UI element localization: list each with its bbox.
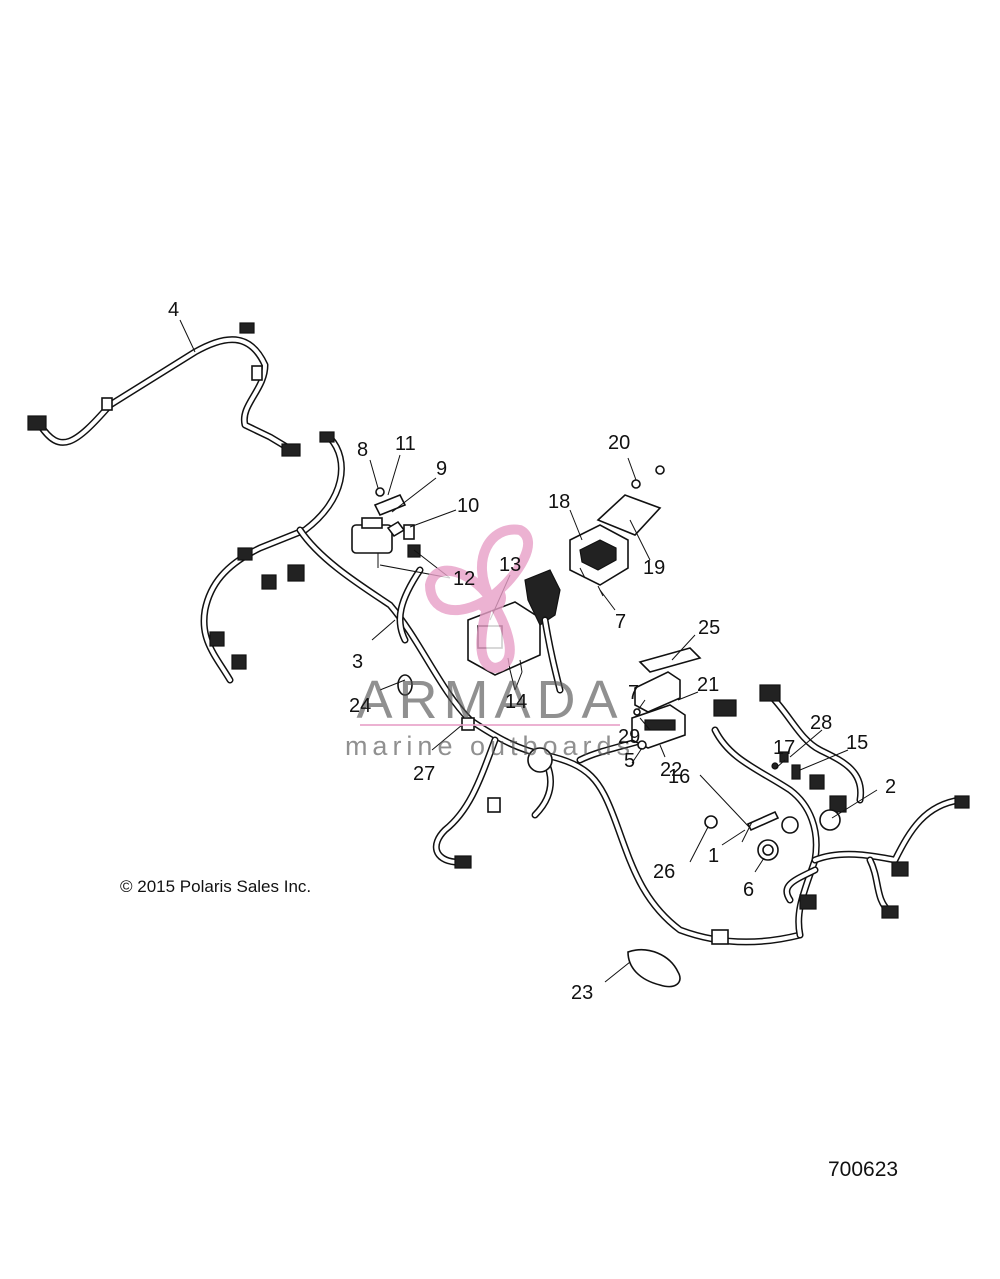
connector-icon — [759, 684, 781, 702]
pin-icon — [741, 821, 753, 843]
harness-2 — [711, 684, 970, 939]
callout-26: 26 — [653, 861, 675, 883]
fuse-row-icon — [644, 719, 676, 731]
nut-icon — [631, 479, 641, 489]
callout-14: 14 — [505, 691, 527, 713]
cover-plate-icon — [596, 494, 662, 536]
connector-icon — [713, 699, 737, 717]
callout-5: 5 — [624, 750, 635, 772]
callout-11: 11 — [395, 433, 416, 455]
fastener-icon — [771, 762, 779, 770]
parts — [351, 465, 801, 988]
ground-strap-icon — [746, 810, 780, 832]
figure-number: 700623 — [828, 1158, 899, 1181]
callout-10: 10 — [457, 495, 479, 517]
relay-top-icon — [361, 517, 383, 529]
clip-icon — [711, 929, 729, 945]
plug-icon — [704, 815, 718, 829]
callout-18: 18 — [548, 491, 570, 513]
connector-icon — [27, 415, 47, 431]
bracket-icon — [373, 493, 407, 517]
harness-3 — [200, 431, 804, 946]
screw-icon — [403, 524, 415, 540]
callout-27: 27 — [413, 763, 435, 785]
connector-icon — [454, 855, 472, 869]
callout-3: 3 — [352, 651, 363, 673]
callout-7b: 7 — [628, 682, 639, 704]
connector-icon — [809, 774, 825, 790]
harness-4 — [27, 322, 301, 457]
connector-icon — [319, 431, 335, 443]
callout-20: 20 — [608, 432, 630, 454]
callout-28: 28 — [810, 712, 832, 734]
callout-1: 1 — [708, 845, 719, 867]
regulator-fins-icon — [579, 539, 617, 571]
callout-2: 2 — [885, 776, 896, 798]
callout-4: 4 — [168, 299, 179, 321]
bolt-icon — [633, 708, 641, 716]
callout-16: 16 — [668, 766, 690, 788]
connector-icon — [891, 861, 909, 877]
watermark-tagline: marine outboards — [345, 731, 635, 761]
callout-9: 9 — [436, 458, 447, 480]
callout-19: 19 — [643, 557, 665, 579]
callout-24: 24 — [349, 695, 371, 717]
callout-23: 23 — [571, 982, 593, 1004]
connector-icon — [954, 795, 970, 809]
connector-icon — [407, 544, 421, 558]
bolt-icon — [637, 740, 647, 750]
callout-17: 17 — [773, 737, 795, 759]
connector-icon — [239, 322, 255, 334]
callout-29: 29 — [618, 726, 640, 748]
nut-icon — [375, 487, 385, 497]
connector-icon — [261, 574, 277, 590]
grommet-icon — [781, 816, 799, 834]
cover-icon — [627, 948, 681, 988]
callout-13: 13 — [499, 554, 521, 576]
callouts: 4 3 8 11 9 10 12 13 14 18 19 20 7 25 7 2… — [168, 299, 896, 1004]
nut-icon — [655, 465, 665, 475]
propeller-icon — [424, 524, 534, 674]
sensor-icon — [791, 764, 801, 780]
copyright-notice: © 2015 Polaris Sales Inc. — [120, 877, 312, 896]
connector-icon — [779, 751, 789, 763]
grommet-icon — [527, 747, 553, 773]
callout-8: 8 — [357, 439, 368, 461]
watermark: ARMADA marine outboards — [345, 524, 635, 761]
connector-icon — [799, 894, 817, 910]
clip-icon — [487, 797, 501, 813]
connector-icon — [209, 631, 225, 647]
grommet-icon — [819, 809, 841, 831]
callout-6: 6 — [743, 879, 754, 901]
fuse-cover-icon — [634, 671, 681, 713]
callout-21: 21 — [697, 674, 719, 696]
connector-icon — [829, 795, 847, 813]
connector-icon — [287, 564, 305, 582]
connector-icon — [231, 654, 247, 670]
callout-15: 15 — [846, 732, 868, 754]
clamp-icon — [397, 674, 413, 696]
connector-icon — [281, 443, 301, 457]
relay-icon — [351, 524, 393, 554]
label-icon — [638, 647, 702, 673]
clip-icon — [101, 397, 113, 411]
clip-icon — [251, 365, 263, 381]
leader-lines — [179, 319, 878, 983]
callout-25: 25 — [698, 617, 720, 639]
watermark-brand: ARMADA — [356, 670, 623, 730]
callout-7a: 7 — [615, 611, 626, 633]
callout-12: 12 — [453, 568, 475, 590]
callout-22: 22 — [660, 759, 682, 781]
connector-icon — [237, 547, 253, 561]
ecu-connector-icon — [524, 569, 561, 626]
connector-icon — [881, 905, 899, 919]
